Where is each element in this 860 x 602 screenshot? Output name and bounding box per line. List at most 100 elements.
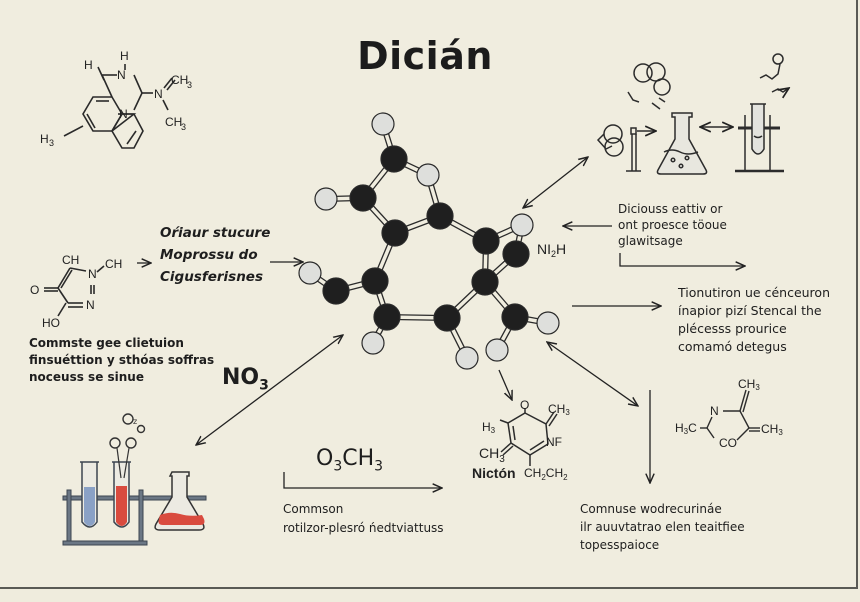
right-mid-note-line-1: Tionutiron ue cénceuron: [678, 285, 830, 300]
carbon-atom: [373, 303, 401, 331]
blue-liquid: [84, 487, 95, 526]
carbon-atom: [472, 227, 500, 255]
arrow-double-lower-right: [547, 342, 638, 406]
carbon-atom: [361, 267, 389, 295]
bottom-caption-line-2: rotilzor-plesró ńedtviattuss: [283, 521, 444, 535]
hydrogen-atom: [371, 112, 395, 136]
atom-ch2ch2: CH2CH2: [524, 466, 568, 482]
top-left-structure: H H N N N CH 3 CH 3 H 3: [40, 49, 192, 149]
carbon-atom: [349, 184, 377, 212]
svg-text:3: 3: [49, 138, 54, 148]
svg-text:H: H: [84, 58, 93, 72]
arrow-double-lower-left: [196, 335, 343, 445]
arrow-elbow-bottom: [283, 472, 442, 488]
atom-ch3-nicton: CH3: [548, 402, 570, 417]
left-note-line-1: Commste gee clietuion: [29, 336, 184, 350]
formula-o3ch3-o: O: [316, 446, 334, 471]
atom-ch3-right: CH3: [761, 422, 783, 437]
formula-o3ch3-sub2: 3: [374, 458, 384, 475]
upper-right-apparatus: [596, 53, 789, 175]
rack-leg-left: [66, 489, 72, 544]
rack-base: [62, 540, 148, 546]
hydrogen-atom: [416, 163, 440, 187]
structure-caption-line-1: Oŕiaur stucure: [160, 225, 271, 241]
left-ring-structure: [44, 265, 105, 317]
svg-text:CH: CH: [165, 115, 182, 129]
atom-ho: HO: [42, 316, 60, 330]
atom-o: O: [30, 283, 39, 297]
carbon-atom: [426, 202, 454, 230]
right-top-note: Diciouss eattiv or ont proesce töoue gla…: [618, 201, 727, 249]
structure-caption: Oŕiaur stucure Moprossu do Cigusferisnes: [160, 222, 270, 288]
right-bottom-note-line-2: ilr auuvtatrao elen teaitfiee: [580, 520, 745, 534]
atom-n2: N: [86, 298, 95, 312]
carbon-atom: [380, 145, 408, 173]
flask-liquid: [158, 512, 205, 525]
rack-leg-right: [138, 489, 144, 544]
formula-no3-sub: 3: [259, 377, 269, 394]
svg-text:N: N: [119, 107, 128, 121]
lower-left-lab-equipment: z: [62, 413, 207, 546]
formula-o3ch3: O3CH3: [316, 446, 383, 474]
atom-n-right: N: [710, 404, 719, 418]
nicton-structure: [499, 408, 558, 466]
bottom-caption: Commson rotilzor-plesró ńedtviattuss: [283, 500, 444, 538]
left-note-line-2: finsuéttion y sthóas soffras: [29, 353, 215, 367]
formula-no3-main: NO: [222, 365, 260, 390]
right-top-note-line-3: glawitsage: [618, 234, 683, 248]
atom-ch-right: CH: [105, 257, 122, 271]
structure-caption-line-3: Cigusferisnes: [160, 269, 263, 285]
right-mid-note-line-3: plécesss prourice: [678, 321, 787, 336]
svg-text:N: N: [117, 68, 126, 82]
formula-o3ch3-sub1: 3: [333, 458, 343, 475]
hydrogen-atom: [510, 213, 534, 237]
hydrogen-atom: [361, 331, 385, 355]
carbon-atom: [433, 304, 461, 332]
svg-text:H: H: [40, 132, 49, 146]
left-note-line-3: noceuss se sinue: [29, 370, 144, 384]
svg-text:CH: CH: [171, 73, 188, 87]
structure-caption-line-2: Moprossu do: [160, 247, 258, 263]
right-bottom-note: Comnuse wodrecurináe ilr auuvtatrao elen…: [580, 500, 745, 554]
arrow-elbow-right: [619, 253, 745, 266]
carbon-atom: [381, 219, 409, 247]
atom-n1: N: [88, 267, 97, 281]
right-top-note-line-2: ont proesce töoue: [618, 218, 727, 232]
central-label-ni2h: NI2H: [537, 241, 566, 259]
hydrogen-atom: [314, 187, 338, 211]
svg-text:z: z: [133, 417, 137, 426]
atom-ch3-top: CH3: [738, 377, 760, 392]
atom-ch3-left: CH3: [479, 445, 505, 465]
left-note: Commste gee clietuion finsuéttion y sthó…: [29, 335, 214, 386]
nicton-name: Nictón: [472, 465, 516, 481]
atom-h3-nicton: H3: [482, 420, 496, 435]
carbon-atom: [502, 240, 530, 268]
hydrogen-atom: [485, 338, 509, 362]
carbon-atom: [501, 303, 529, 331]
svg-text:3: 3: [181, 122, 186, 132]
atom-co: CO: [719, 436, 737, 450]
svg-text:H: H: [120, 49, 129, 63]
red-liquid: [116, 486, 127, 526]
hydrogen-atom: [298, 261, 322, 285]
right-mid-note: Tionutiron ue cénceuron ínapior pizí Ste…: [678, 284, 830, 356]
right-mid-note-line-2: ínapior pizí Stencal the: [678, 303, 822, 318]
right-mid-note-line-4: comamó detegus: [678, 339, 787, 354]
central-molecule: [298, 112, 560, 370]
atom-o-nicton: O: [520, 398, 529, 412]
right-top-note-line-1: Diciouss eattiv or: [618, 202, 723, 216]
svg-text:N: N: [154, 87, 163, 101]
page-title: Dicián: [357, 34, 493, 78]
right-bottom-note-line-1: Comnuse wodrecurináe: [580, 502, 722, 516]
carbon-atom: [471, 268, 499, 296]
arrow-to-nicton: [498, 369, 512, 400]
right-ring-structure: [700, 389, 760, 441]
bottom-caption-line-1: Commson: [283, 502, 344, 516]
svg-text:3: 3: [187, 80, 192, 90]
hydrogen-atom: [536, 311, 560, 335]
atom-ch: CH: [62, 253, 79, 267]
atom-nf: NF: [546, 435, 562, 449]
ring-left: [82, 96, 123, 132]
formula-no3: NO3: [222, 365, 269, 393]
